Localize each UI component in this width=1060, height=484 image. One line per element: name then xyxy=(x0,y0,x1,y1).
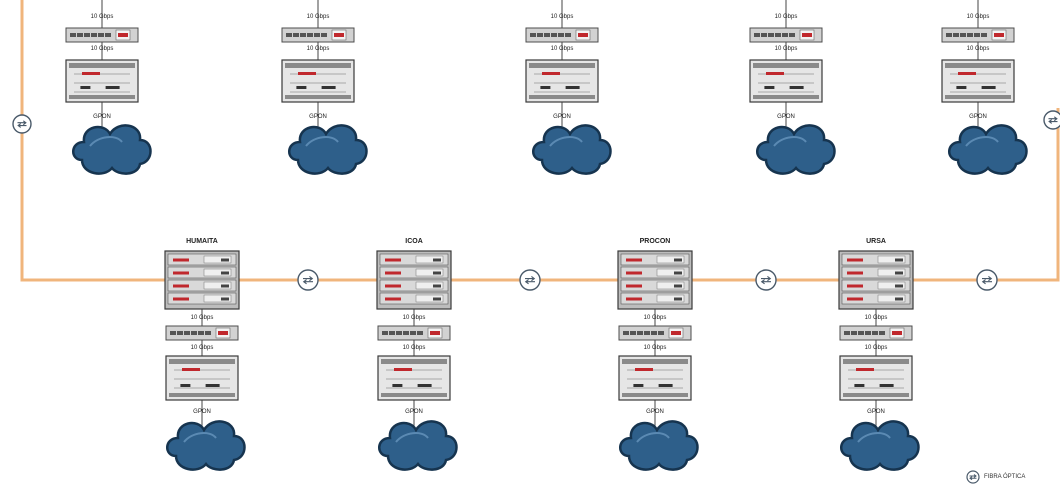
top-downlink-speed: 10 Gbps xyxy=(90,46,114,52)
bottom-aggregation-switch xyxy=(618,325,692,341)
top-downlink-speed: 10 Gbps xyxy=(966,46,990,52)
top-gpon-cloud xyxy=(532,124,612,175)
top-uplink-speed: 10 Gbps xyxy=(550,14,574,20)
top-downlink-speed: 10 Gbps xyxy=(550,46,574,52)
bottom-gpon-cloud xyxy=(166,420,246,471)
top-olt-chassis xyxy=(941,59,1015,103)
top-downlink-speed: 10 Gbps xyxy=(774,46,798,52)
bottom-access-label: GPON xyxy=(646,409,664,415)
bottom-downlink-speed: 10 Gbps xyxy=(402,345,426,351)
bottom-aggregation-switch xyxy=(377,325,451,341)
bottom-olt-chassis xyxy=(618,355,692,401)
top-gpon-cloud xyxy=(288,124,368,175)
top-access-label: GPON xyxy=(553,114,571,120)
bottom-uplink-speed: 10 Gbps xyxy=(402,315,426,321)
bottom-aggregation-switch xyxy=(839,325,913,341)
fiber-link-icon xyxy=(755,269,777,291)
bottom-gpon-cloud xyxy=(378,420,458,471)
top-uplink-speed: 10 Gbps xyxy=(306,14,330,20)
top-aggregation-switch xyxy=(749,27,823,43)
top-downlink-speed: 10 Gbps xyxy=(306,46,330,52)
top-olt-chassis xyxy=(525,59,599,103)
bottom-access-label: GPON xyxy=(867,409,885,415)
bottom-core-rack xyxy=(376,250,452,310)
top-gpon-cloud xyxy=(948,124,1028,175)
bottom-olt-chassis xyxy=(839,355,913,401)
bottom-downlink-speed: 10 Gbps xyxy=(864,345,888,351)
top-olt-chassis xyxy=(749,59,823,103)
top-gpon-cloud xyxy=(72,124,152,175)
bottom-site-name: ICOA xyxy=(405,238,423,245)
bottom-gpon-cloud xyxy=(840,420,920,471)
top-aggregation-switch xyxy=(525,27,599,43)
bottom-site-name: HUMAITA xyxy=(186,238,218,245)
bottom-downlink-speed: 10 Gbps xyxy=(643,345,667,351)
bottom-uplink-speed: 10 Gbps xyxy=(643,315,667,321)
bottom-site-name: PROCON xyxy=(639,238,671,245)
fiber-link-icon xyxy=(976,269,998,291)
legend-label: FIBRA ÓPTICA xyxy=(984,474,1026,480)
top-access-label: GPON xyxy=(309,114,327,120)
top-aggregation-switch xyxy=(941,27,1015,43)
top-aggregation-switch xyxy=(281,27,355,43)
top-aggregation-switch xyxy=(65,27,139,43)
top-access-label: GPON xyxy=(777,114,795,120)
fiber-link-icon xyxy=(1043,110,1060,130)
bottom-olt-chassis xyxy=(165,355,239,401)
fiber-link-icon xyxy=(297,269,319,291)
top-uplink-speed: 10 Gbps xyxy=(90,14,114,20)
bottom-access-label: GPON xyxy=(193,409,211,415)
bottom-downlink-speed: 10 Gbps xyxy=(190,345,214,351)
bottom-core-rack xyxy=(164,250,240,310)
fiber-link-icon xyxy=(12,114,32,134)
top-gpon-cloud xyxy=(756,124,836,175)
bottom-site-name: URSA xyxy=(866,238,886,245)
bottom-uplink-speed: 10 Gbps xyxy=(190,315,214,321)
bottom-core-rack xyxy=(617,250,693,310)
top-access-label: GPON xyxy=(93,114,111,120)
bottom-gpon-cloud xyxy=(619,420,699,471)
bottom-access-label: GPON xyxy=(405,409,423,415)
bottom-olt-chassis xyxy=(377,355,451,401)
top-olt-chassis xyxy=(281,59,355,103)
fiber-link-icon xyxy=(519,269,541,291)
top-olt-chassis xyxy=(65,59,139,103)
top-uplink-speed: 10 Gbps xyxy=(774,14,798,20)
bottom-uplink-speed: 10 Gbps xyxy=(864,315,888,321)
bottom-core-rack xyxy=(838,250,914,310)
top-access-label: GPON xyxy=(969,114,987,120)
top-uplink-speed: 10 Gbps xyxy=(966,14,990,20)
bottom-aggregation-switch xyxy=(165,325,239,341)
